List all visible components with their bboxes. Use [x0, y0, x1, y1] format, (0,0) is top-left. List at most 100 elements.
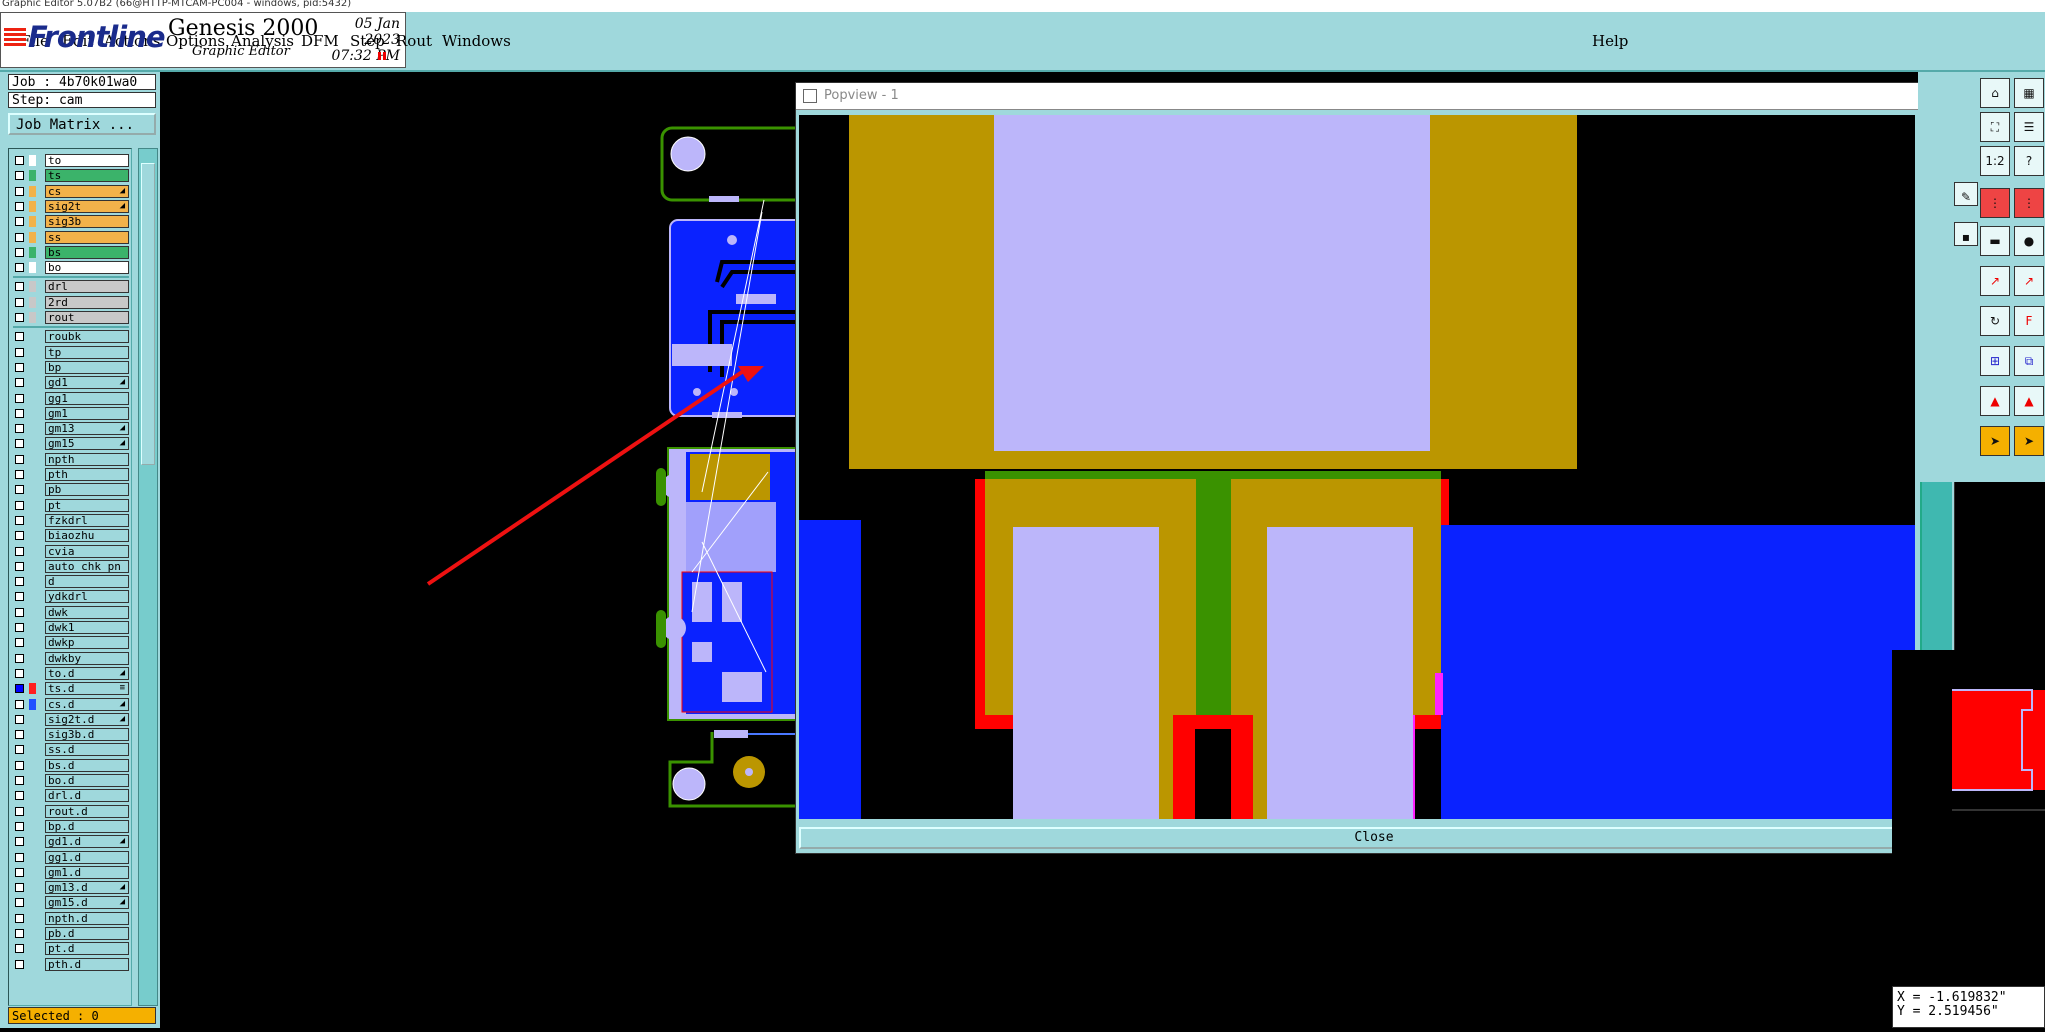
layer-checkbox[interactable] [15, 393, 24, 403]
close-button[interactable]: Close [799, 827, 1949, 849]
layer-name[interactable]: gm15.d◢ [45, 896, 129, 910]
layer-name[interactable]: bs [45, 245, 129, 259]
layer-name[interactable]: ts [45, 169, 129, 183]
layer-name[interactable]: gm15◢ [45, 437, 129, 451]
layer-checkbox[interactable] [15, 424, 24, 434]
layer-row[interactable]: 2rd [9, 295, 131, 310]
layer-name[interactable]: bp [45, 360, 129, 374]
layer-checkbox[interactable] [15, 171, 24, 181]
layer-checkbox[interactable] [15, 378, 24, 388]
layer-row[interactable]: dwk [9, 605, 131, 620]
layer-name[interactable]: gm1 [45, 406, 129, 420]
layer-name[interactable]: drl [45, 280, 129, 294]
layer-row[interactable]: npth [9, 452, 131, 467]
layer-checkbox[interactable] [15, 561, 24, 571]
scrollbar-thumb[interactable] [141, 163, 155, 465]
layer-row[interactable]: gm15◢ [9, 436, 131, 451]
layer-row[interactable]: ydkdrl [9, 589, 131, 604]
layer-row[interactable]: gm13.d◢ [9, 880, 131, 895]
layer-name[interactable]: bo [45, 261, 129, 275]
job-matrix-button[interactable]: Job Matrix ... [8, 113, 156, 135]
layer-checkbox[interactable] [15, 232, 24, 242]
layer-name[interactable]: sig2t.d◢ [45, 712, 129, 726]
layer-checkbox[interactable] [15, 408, 24, 418]
layer-name[interactable]: bo.d [45, 774, 129, 787]
layer-name[interactable]: fzkdrl [45, 513, 129, 527]
pad-icon[interactable]: ● [2014, 226, 2044, 256]
layer-row[interactable]: bo.d [9, 773, 131, 788]
layer-row[interactable]: gm15.d◢ [9, 895, 131, 910]
zoom-fit-icon[interactable]: ⛶ [1980, 112, 2010, 142]
home-icon[interactable]: ⌂ [1980, 78, 2010, 108]
menu-analysis[interactable]: Analysis [231, 32, 294, 50]
layer-row[interactable]: gd1◢ [9, 375, 131, 390]
layer-checkbox[interactable] [15, 638, 24, 648]
layer-checkbox[interactable] [15, 485, 24, 495]
menu-actions[interactable]: Actions [104, 32, 161, 50]
measure-alt-icon[interactable]: ⋮ [2014, 188, 2044, 218]
layer-name[interactable]: dwk [45, 605, 129, 619]
menu-help[interactable]: Help [1592, 32, 1629, 50]
layer-row[interactable]: dwk1 [9, 620, 131, 635]
layer-checkbox[interactable] [15, 623, 24, 632]
layer-checkbox[interactable] [15, 470, 24, 479]
layout-icon[interactable]: ▦ [2014, 78, 2044, 108]
layer-row[interactable]: rout [9, 310, 131, 325]
layer-list-scrollbar[interactable] [138, 148, 158, 1006]
layer-checkbox[interactable] [15, 821, 24, 831]
layer-row[interactable]: dwkby [9, 651, 131, 666]
layer-name[interactable]: ss.d [45, 743, 129, 757]
zoom-ratio-button[interactable]: 1:2 [1980, 146, 2010, 176]
text-tool-icon[interactable]: F [2014, 306, 2044, 336]
rotate-icon[interactable]: ↻ [1980, 306, 2010, 336]
layer-row[interactable]: cs◢ [9, 184, 131, 199]
layer-name[interactable]: pb.d [45, 927, 129, 940]
layer-checkbox[interactable] [15, 592, 24, 602]
layer-row[interactable]: ss.d [9, 742, 131, 757]
layer-checkbox[interactable] [15, 454, 24, 464]
layer-row[interactable]: sig3b.d [9, 727, 131, 742]
layer-name[interactable]: npth.d [45, 911, 129, 925]
popview-title-bar[interactable]: Popview - 1 × [796, 83, 1952, 110]
layer-checkbox[interactable] [15, 531, 24, 541]
snap-tool-icon[interactable]: ↗ [2014, 266, 2044, 296]
layer-checkbox[interactable] [15, 791, 24, 801]
layer-row[interactable]: bp.d [9, 819, 131, 834]
layer-name[interactable]: gg1 [45, 391, 129, 405]
copy-icon[interactable]: ⧉ [2014, 346, 2044, 376]
layer-name[interactable]: pth [45, 468, 129, 481]
layer-checkbox[interactable] [15, 156, 24, 165]
layer-checkbox[interactable] [15, 745, 24, 755]
layer-checkbox[interactable] [15, 546, 24, 556]
layer-checkbox[interactable] [15, 806, 24, 816]
menu-file[interactable]: File [20, 32, 49, 50]
layer-name[interactable]: bp.d [45, 819, 129, 833]
layer-row[interactable]: pb.d [9, 926, 131, 941]
layer-name[interactable]: sig2t◢ [45, 199, 129, 213]
zoomed-pad-view[interactable] [799, 115, 1915, 819]
layer-name[interactable]: cs.d◢ [45, 697, 129, 711]
layer-name[interactable]: rout.d [45, 804, 129, 818]
layer-row[interactable]: sig2t.d◢ [9, 712, 131, 727]
layer-name[interactable]: biaozhu [45, 529, 129, 543]
layer-name[interactable]: dwk1 [45, 621, 129, 634]
layer-row[interactable]: gm1 [9, 406, 131, 421]
list-icon[interactable]: ☰ [2014, 112, 2044, 142]
layer-row[interactable]: pt.d [9, 941, 131, 956]
layer-row[interactable]: to.d◢ [9, 666, 131, 681]
layer-row[interactable]: pt [9, 498, 131, 513]
pointer-tool-icon[interactable]: ➤ [2014, 426, 2044, 456]
layer-row[interactable]: ts.d≡ [9, 681, 131, 696]
layer-row[interactable]: fzkdrl [9, 513, 131, 528]
layer-row[interactable]: gd1.d◢ [9, 834, 131, 849]
layer-checkbox[interactable] [15, 898, 24, 908]
menu-windows[interactable]: Windows [442, 32, 511, 50]
layer-name[interactable]: tp [45, 345, 129, 359]
layer-row[interactable]: to [9, 153, 131, 168]
layer-checkbox[interactable] [15, 500, 24, 510]
help-icon[interactable]: ? [2014, 146, 2044, 176]
layer-checkbox[interactable] [15, 867, 24, 877]
layer-name[interactable]: to [45, 154, 129, 167]
layer-checkbox[interactable] [15, 699, 24, 709]
layer-row[interactable]: gm13◢ [9, 421, 131, 436]
